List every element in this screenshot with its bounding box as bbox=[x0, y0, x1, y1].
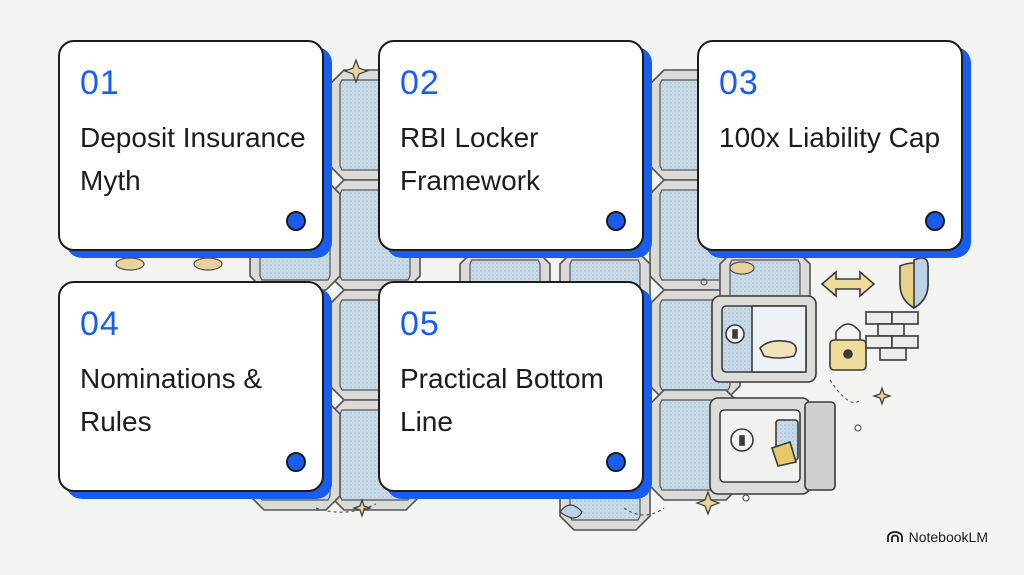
card-02[interactable]: 02 RBI Locker Framework bbox=[378, 40, 644, 251]
notebooklm-brand: NotebookLM bbox=[886, 529, 988, 545]
card-title: Practical Bottom Line bbox=[400, 363, 604, 437]
card-title: RBI Locker Framework bbox=[400, 122, 541, 196]
card-title: Deposit Insurance Myth bbox=[80, 122, 306, 196]
bullet-dot-icon bbox=[606, 211, 626, 231]
card-01[interactable]: 01 Deposit Insurance Myth bbox=[58, 40, 324, 251]
card-number: 01 bbox=[80, 64, 120, 102]
card-number: 04 bbox=[80, 305, 120, 343]
bullet-dot-icon bbox=[286, 452, 306, 472]
card-number: 05 bbox=[400, 305, 440, 343]
card-number: 02 bbox=[400, 64, 440, 102]
brand-label: NotebookLM bbox=[908, 529, 988, 545]
card-title: Nominations & Rules bbox=[80, 363, 263, 437]
notebooklm-logo-icon bbox=[886, 531, 903, 542]
card-03[interactable]: 03 100x Liability Cap bbox=[697, 40, 963, 251]
card-04[interactable]: 04 Nominations & Rules bbox=[58, 281, 324, 492]
card-title: 100x Liability Cap bbox=[719, 122, 941, 153]
card-05[interactable]: 05 Practical Bottom Line bbox=[378, 281, 644, 492]
bullet-dot-icon bbox=[286, 211, 306, 231]
bullet-dot-icon bbox=[606, 452, 626, 472]
card-number: 03 bbox=[719, 64, 759, 102]
bullet-dot-icon bbox=[925, 211, 945, 231]
